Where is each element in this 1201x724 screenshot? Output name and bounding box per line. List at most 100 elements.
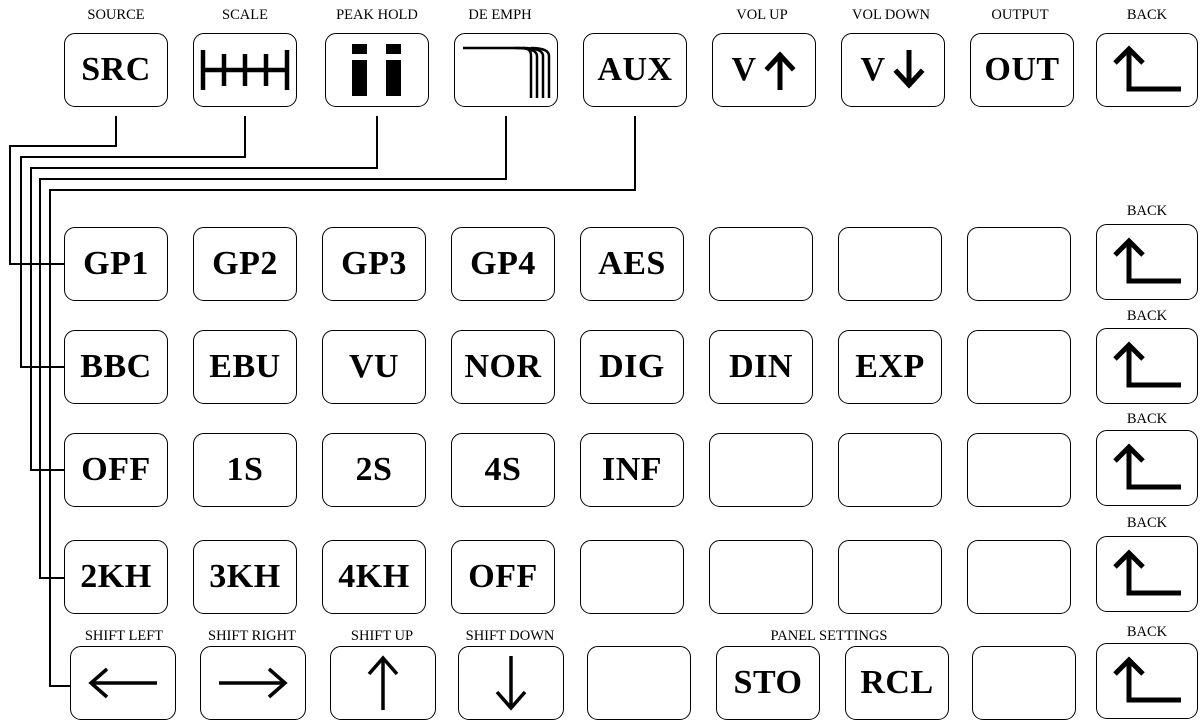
peak-hold-icon [352,44,401,96]
2s-label: 2S [355,451,393,488]
off-deemph-label: OFF [468,558,538,595]
output-button[interactable]: OUT [970,33,1074,107]
aux-button[interactable]: AUX [583,33,687,107]
peak-hold-button[interactable] [325,33,429,107]
gp2-button[interactable]: GP2 [193,227,297,301]
4kh-button[interactable]: 4KH [322,540,426,614]
gp1-button[interactable]: GP1 [64,227,168,301]
arrow-left-icon [88,667,157,699]
gp3-label: GP3 [341,245,407,282]
source-button-label: SRC [81,51,151,88]
aux-button-label: AUX [597,51,673,88]
back-button-row4[interactable] [1096,536,1198,612]
vol-down-button[interactable]: V [841,33,945,107]
scale-icon [200,50,290,90]
exp-label: EXP [855,348,925,385]
shift-down-button[interactable] [458,646,564,720]
shift-down-caption: SHIFT DOWN [465,628,555,644]
back-button-row3[interactable] [1096,430,1198,506]
vol-up-caption: VOL UP [736,7,788,23]
4s-button[interactable]: 4S [451,433,555,507]
2s-button[interactable]: 2S [322,433,426,507]
shift-up-button[interactable] [330,646,436,720]
off-hold-button[interactable]: OFF [64,433,168,507]
blank-button-r4c5[interactable] [580,540,684,614]
blank-button-bottom-c5[interactable] [587,646,691,720]
nor-button[interactable]: NOR [451,330,555,404]
vol-up-button[interactable]: V [712,33,816,107]
gp4-label: GP4 [470,245,536,282]
back-button-bottom[interactable] [1096,643,1198,719]
nor-label: NOR [464,348,542,385]
shift-up-caption: SHIFT UP [350,628,414,644]
back-arrow-icon [1113,237,1181,284]
de-emphasis-icon [463,46,551,98]
4kh-label: 4KH [338,558,410,595]
back-button-row2[interactable] [1096,328,1198,404]
arrow-right-icon [219,667,288,699]
sto-label: STO [733,664,803,701]
vol-down-label: V [860,51,886,88]
back-caption-row4: BACK [1126,515,1168,531]
back-arrow-icon [1113,549,1181,596]
vu-label: VU [348,348,400,385]
blank-button-r1c7[interactable] [838,227,942,301]
back-arrow-icon [1113,443,1181,490]
back-button-top[interactable] [1096,33,1198,107]
vol-up-label: V [731,51,757,88]
gp1-label: GP1 [83,245,149,282]
3kh-button[interactable]: 3KH [193,540,297,614]
blank-button-r3c8[interactable] [967,433,1071,507]
off-hold-label: OFF [81,451,151,488]
arrow-up-icon [367,655,399,710]
back-arrow-icon [1113,45,1181,92]
blank-button-r1c8[interactable] [967,227,1071,301]
din-label: DIN [729,348,793,385]
shift-left-caption: SHIFT LEFT [84,628,164,644]
off-deemph-button[interactable]: OFF [451,540,555,614]
inf-button[interactable]: INF [580,433,684,507]
3kh-label: 3KH [209,558,281,595]
back-button-row1[interactable] [1096,224,1198,300]
store-button[interactable]: STO [716,646,820,720]
din-button[interactable]: DIN [709,330,813,404]
shift-right-button[interactable] [200,646,306,720]
bbc-label: BBC [80,348,152,385]
dig-button[interactable]: DIG [580,330,684,404]
shift-right-caption: SHIFT RIGHT [208,628,296,644]
de-emphasis-button[interactable] [454,33,558,107]
back-caption-row3: BACK [1126,411,1168,427]
arrow-down-icon [892,50,925,89]
shift-left-button[interactable] [70,646,176,720]
blank-button-r4c7[interactable] [838,540,942,614]
blank-button-r3c6[interactable] [709,433,813,507]
vol-down-caption: VOL DOWN [852,7,930,23]
arrow-down-icon [495,656,527,711]
4s-label: 4S [484,451,522,488]
exp-button[interactable]: EXP [838,330,942,404]
back-caption-row1: BACK [1126,203,1168,219]
scale-button[interactable] [193,33,297,107]
arrow-up-icon [763,51,796,90]
1s-button[interactable]: 1S [193,433,297,507]
gp3-button[interactable]: GP3 [322,227,426,301]
source-button[interactable]: SRC [64,33,168,107]
blank-button-r3c7[interactable] [838,433,942,507]
blank-button-bottom-c8[interactable] [972,646,1076,720]
blank-button-r4c8[interactable] [967,540,1071,614]
ebu-button[interactable]: EBU [193,330,297,404]
vu-button[interactable]: VU [322,330,426,404]
blank-button-r2c8[interactable] [967,330,1071,404]
scale-caption: SCALE [222,7,268,23]
output-caption: OUTPUT [991,7,1049,23]
aes-button[interactable]: AES [580,227,684,301]
de-emphasis-caption: DE EMPH [468,7,532,23]
blank-button-r1c6[interactable] [709,227,813,301]
bbc-button[interactable]: BBC [64,330,168,404]
recall-button[interactable]: RCL [845,646,949,720]
back-caption-bottom: BACK [1126,624,1168,640]
panel-settings-caption: PANEL SETTINGS [770,628,888,644]
2kh-button[interactable]: 2KH [64,540,168,614]
gp4-button[interactable]: GP4 [451,227,555,301]
blank-button-r4c6[interactable] [709,540,813,614]
